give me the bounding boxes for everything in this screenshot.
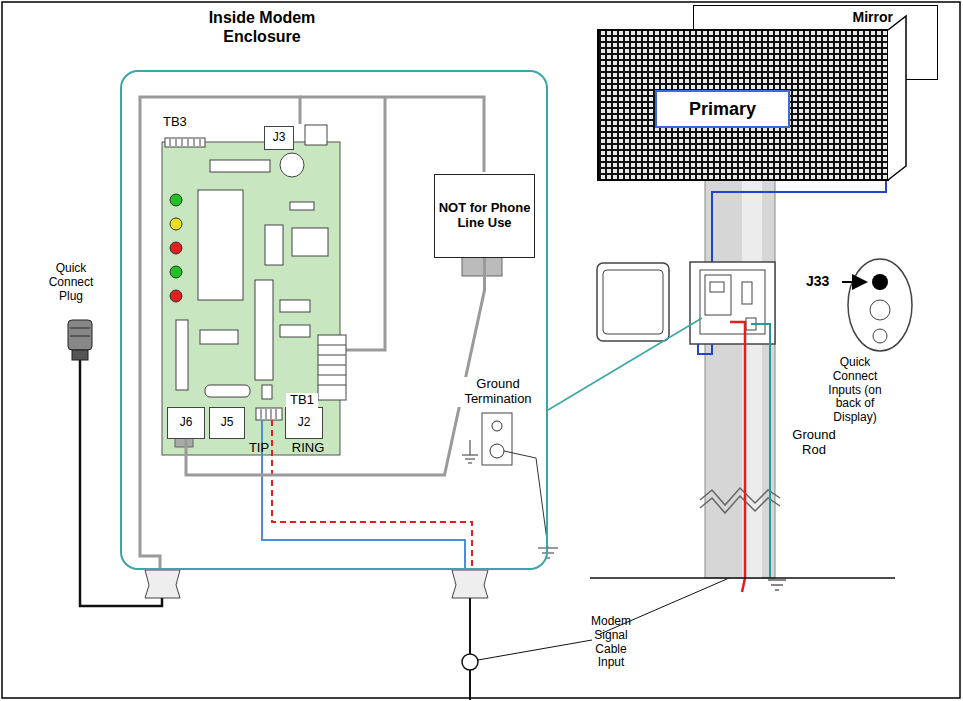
wire-connector (186, 258, 485, 475)
part-label: J33 (806, 273, 840, 289)
mirror-display: Mirror (693, 5, 938, 80)
notice-box: NOT for Phone Line Use (434, 174, 535, 258)
primary-label-box: Primary (655, 90, 790, 128)
callout-line (548, 318, 702, 410)
box-label: NOT for Phone Line Use (438, 201, 531, 231)
enclosure-heading: Inside Modem Enclosure (192, 8, 332, 46)
ring-wire (272, 420, 472, 575)
connector-box: J2 (285, 407, 323, 439)
part-label: Modem Signal Cable Input (582, 615, 640, 670)
box-label: J2 (298, 416, 311, 430)
box-label: Primary (689, 99, 756, 120)
cable-gland (145, 570, 488, 598)
ground-termination (462, 413, 558, 558)
internal-wires (140, 97, 484, 572)
part-label: Quick Connect Inputs (on back of Display… (818, 356, 892, 425)
connector-box: J5 (209, 407, 245, 439)
circuit-board (162, 125, 346, 455)
part-label: RING (288, 441, 328, 456)
junction-box (597, 262, 775, 344)
box-label: J5 (221, 416, 234, 430)
ground-line (590, 577, 895, 579)
jack-plug (462, 256, 502, 276)
connector-box: J6 (167, 407, 205, 439)
quick-connect-inputs (842, 259, 912, 351)
box-title: Mirror (853, 9, 893, 25)
quick-connect-plug (68, 320, 162, 606)
box-label: J6 (180, 416, 193, 430)
part-label: Ground Termination (455, 377, 541, 407)
cable-marker (462, 654, 478, 670)
ground-wire (751, 324, 770, 578)
ground-symbol (768, 580, 786, 590)
tip-wire (262, 420, 465, 575)
signal-cable-red (730, 322, 745, 592)
part-label: TB1 (286, 393, 318, 408)
part-label: Ground Rod (786, 428, 842, 458)
part-label: Quick Connect Plug (40, 262, 102, 303)
box-label: J3 (273, 131, 286, 145)
connector-box: J3 (264, 126, 294, 150)
part-label: TB3 (163, 115, 203, 130)
signal-cable (469, 598, 471, 700)
part-label: TIP (244, 441, 274, 456)
modem-enclosure: Inside Modem EnclosureJ3NOT for Phone Li… (120, 70, 548, 570)
